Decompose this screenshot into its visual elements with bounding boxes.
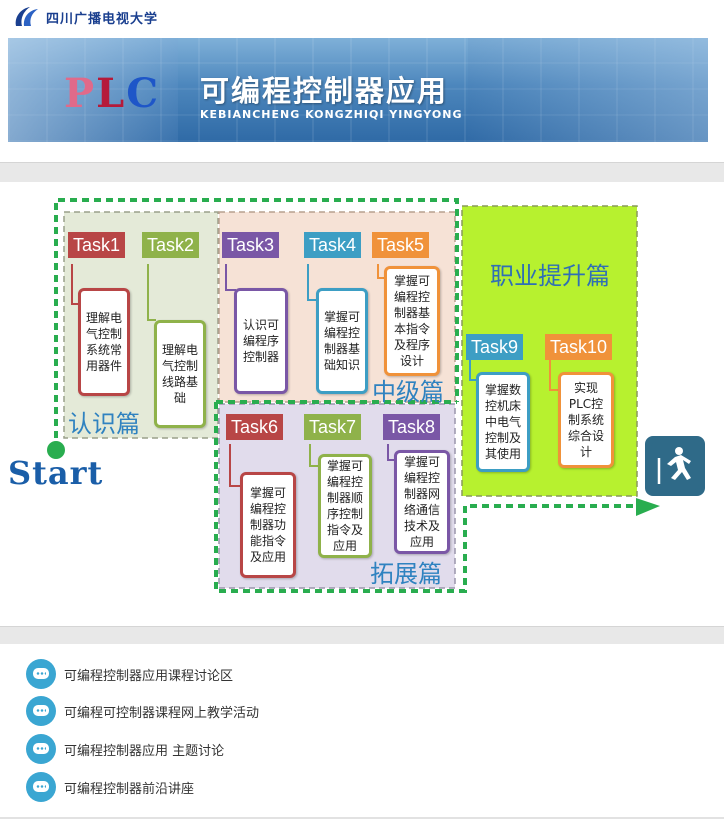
plc-logo: PLC — [64, 70, 161, 117]
link-online-activity[interactable]: 可编程可控制器课程网上教学活动 — [26, 695, 259, 727]
link-frontier-lecture[interactable]: 可编程控制器前沿讲座 — [26, 771, 194, 803]
task3-card[interactable]: 认识可编程序控制器 — [234, 288, 288, 394]
link-course-forum[interactable]: 可编程控制器应用课程讨论区 — [26, 658, 233, 690]
task2-tab[interactable]: Task2 — [142, 232, 200, 258]
task5-desc: 掌握可编程控制器基本指令及程序设计 — [393, 274, 430, 368]
task9-card[interactable]: 掌握数控机床中电气控制及其使用 — [476, 372, 530, 472]
task4-desc: 掌握可编程控制器基础知识 — [323, 310, 360, 372]
chat-bubble-icon — [26, 696, 56, 726]
task3-tab[interactable]: Task3 — [222, 232, 280, 258]
separator-band-lower — [0, 626, 724, 644]
task7-tab[interactable]: Task7 — [304, 414, 362, 440]
school-logo[interactable]: 四川广播电视大学 — [12, 4, 158, 30]
chat-bubble-icon — [26, 659, 56, 689]
task6-desc: 掌握可编程控制器功能指令及应用 — [249, 486, 286, 564]
task8-desc: 掌握可编程控制器网络通信技术及应用 — [403, 455, 440, 549]
section-label-intermediate: 中级篇 — [372, 378, 444, 406]
link-text[interactable]: 可编程控制器前沿讲座 — [64, 781, 195, 797]
section-label-basic: 认识篇 — [68, 410, 140, 438]
link-text[interactable]: 可编程控制器应用 主题讨论 — [64, 743, 225, 759]
task3-desc: 认识可编程序控制器 — [242, 318, 279, 364]
task1-card[interactable]: 理解电气控制系统常用器件 — [78, 288, 130, 396]
course-title: 可编程控制器应用 — [200, 74, 449, 108]
task2-card[interactable]: 理解电气控制线路基础 — [154, 320, 206, 428]
task1-desc: 理解电气控制系统常用器件 — [85, 311, 122, 373]
task6-tab[interactable]: Task6 — [226, 414, 284, 440]
task1-tab[interactable]: Task1 — [68, 232, 126, 258]
task2-desc: 理解电气控制线路基础 — [161, 343, 198, 405]
school-name: 四川广播电视大学 — [46, 11, 159, 27]
section-label-extended: 拓展篇 — [370, 560, 442, 588]
course-subtitle: KEBIANCHENG KONGZHIQI YINGYONG — [200, 108, 463, 121]
task7-card[interactable]: 掌握可编程控制器顺序控制指令及应用 — [318, 454, 372, 558]
chat-bubble-icon — [26, 734, 56, 764]
task7-desc: 掌握可编程控制器顺序控制指令及应用 — [326, 459, 363, 553]
link-topic-discussion[interactable]: 可编程控制器应用 主题讨论 — [26, 733, 224, 765]
task4-card[interactable]: 掌握可编程控制器基础知识 — [316, 288, 368, 394]
task4-tab[interactable]: Task4 — [304, 232, 362, 258]
task10-tab[interactable]: Task10 — [545, 334, 613, 360]
task6-card[interactable]: 掌握可编程控制器功能指令及应用 — [240, 472, 296, 578]
chat-bubble-icon — [26, 772, 56, 802]
learning-path-diagram: 认识篇 中级篇 拓展篇 职业提升篇 Task1 Task2 Task3 Task… — [0, 182, 724, 626]
task10-desc: 实现PLC控制系统综合设计 — [567, 381, 604, 459]
school-emblem-icon — [15, 7, 38, 26]
bottom-rule — [0, 817, 724, 819]
link-text[interactable]: 可编程可控制器课程网上教学活动 — [64, 705, 260, 721]
task10-card[interactable]: 实现PLC控制系统综合设计 — [558, 372, 614, 468]
task8-tab[interactable]: Task8 — [383, 414, 441, 440]
task9-desc: 掌握数控机床中电气控制及其使用 — [484, 383, 521, 461]
task9-tab[interactable]: Task9 — [466, 334, 524, 360]
task8-card[interactable]: 掌握可编程控制器网络通信技术及应用 — [394, 450, 450, 554]
top-bar: 四川广播电视大学 — [0, 0, 724, 32]
start-label: Start — [8, 454, 104, 492]
section-label-career: 职业提升篇 — [490, 262, 610, 290]
exit-running-man-icon[interactable] — [645, 436, 705, 496]
task5-card[interactable]: 掌握可编程控制器基本指令及程序设计 — [384, 266, 440, 376]
task5-tab[interactable]: Task5 — [372, 232, 430, 258]
course-banner: PLC 可编程控制器应用 KEBIANCHENG KONGZHIQI YINGY… — [8, 38, 708, 142]
separator-band — [0, 162, 724, 182]
link-text[interactable]: 可编程控制器应用课程讨论区 — [64, 668, 234, 684]
